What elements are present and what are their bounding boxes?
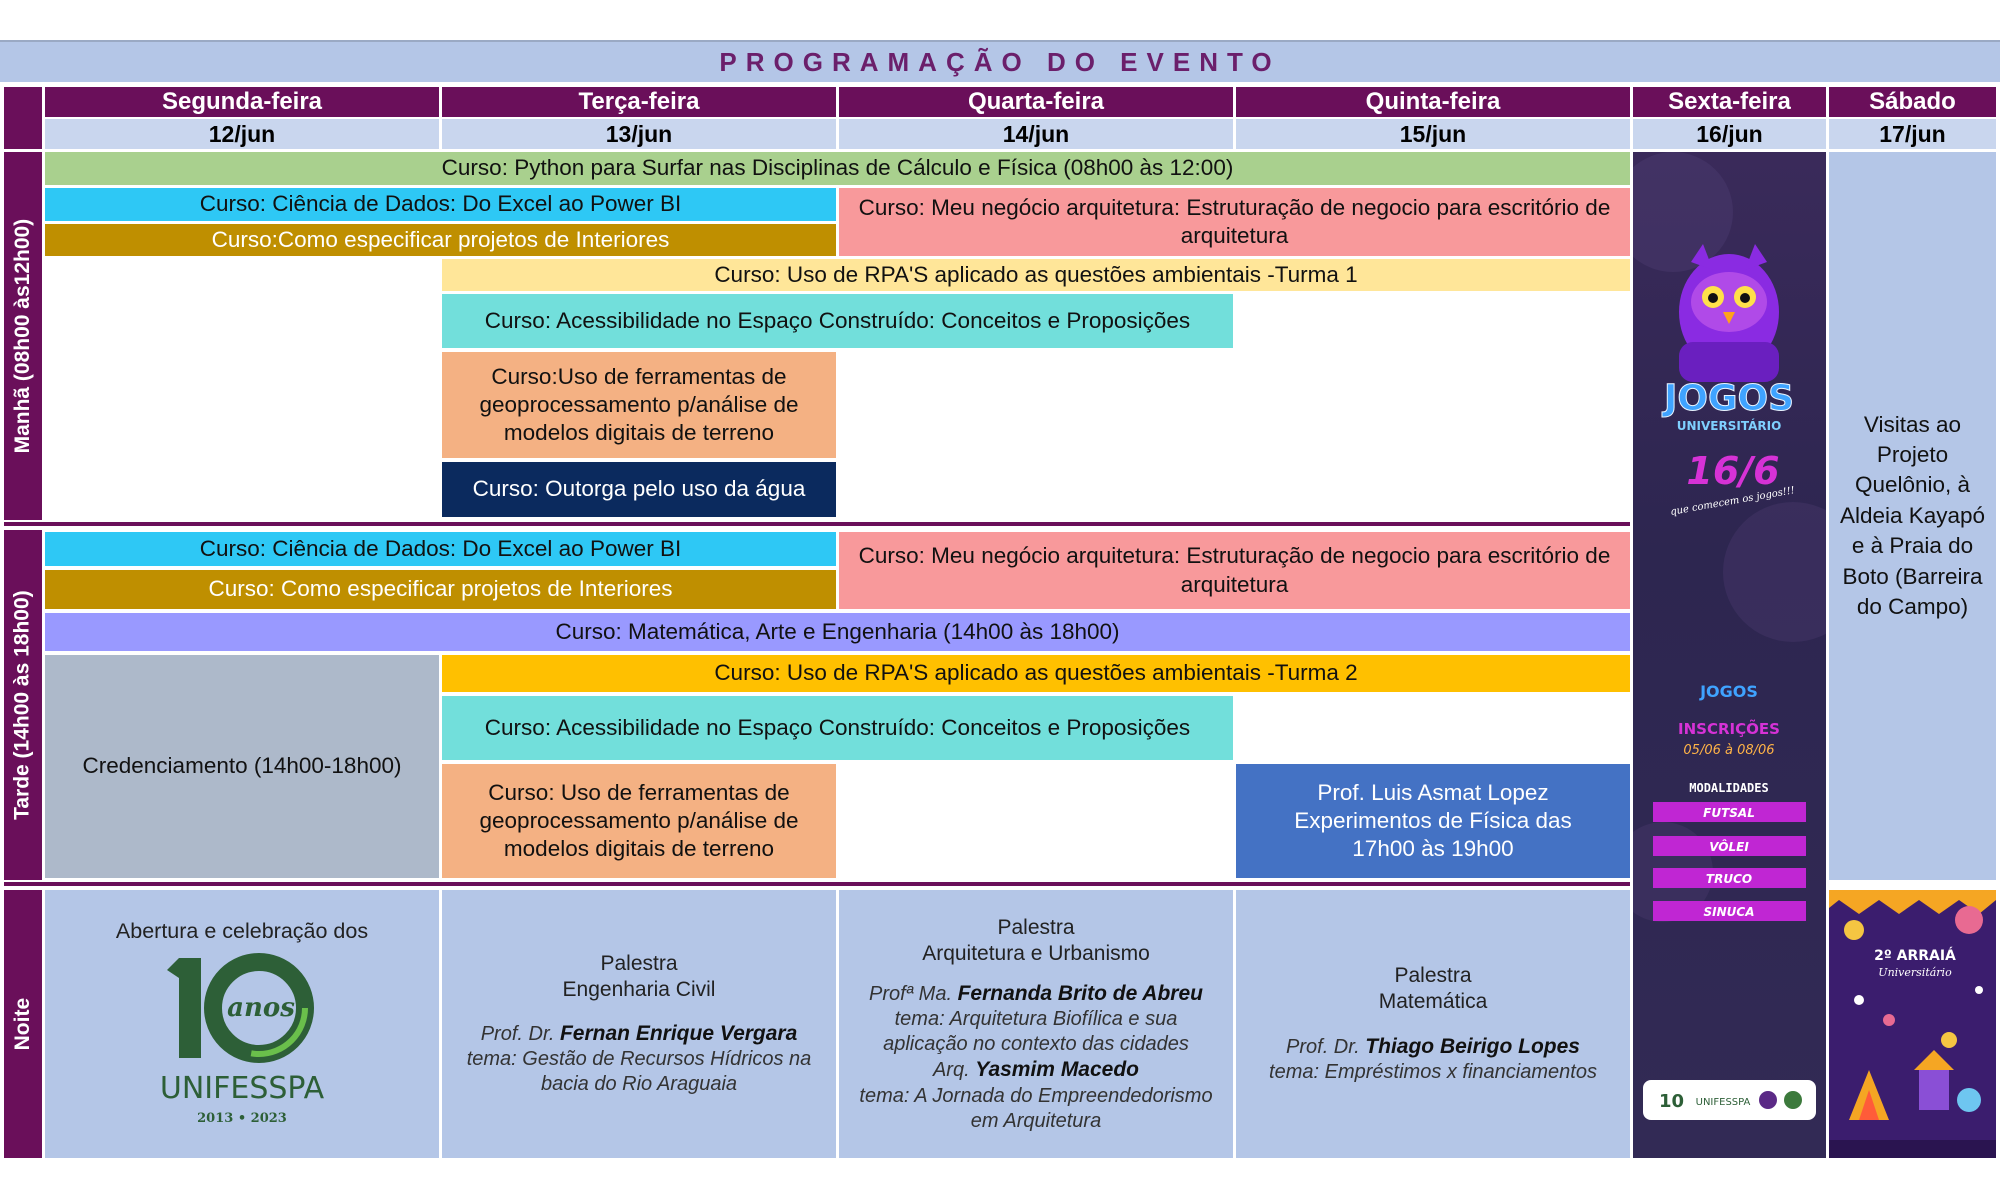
opening-heading: Abertura e celebração dos — [115, 918, 369, 943]
modalidade-item: SINUCA — [1704, 905, 1755, 919]
lecture-theme: tema: Empréstimos x financiamentos — [1269, 1060, 1597, 1083]
day-header-friday: Sexta-feira — [1633, 87, 1826, 117]
jogos-poster-art: JOGOS UNIVERSITÁRIO 16/6 que comecem os … — [1633, 152, 1826, 1120]
period-afternoon-text: Tarde (14h00 às 18h00) — [10, 590, 34, 820]
arraia-poster-art: 2º ARRAIÁ Universitário — [1829, 890, 1996, 1158]
jogos-universitario-poster: JOGOS UNIVERSITÁRIO 16/6 que comecem os … — [1633, 152, 1826, 1158]
page-title: PROGRAMAÇÃO DO EVENTO — [0, 40, 2000, 82]
course-acessibilidade-morning: Curso: Acessibilidade no Espaço Construí… — [442, 294, 1233, 348]
footer-10-logo: 10 — [1659, 1091, 1684, 1112]
course-geoprocessamento-afternoon: Curso: Uso de ferramentas de geoprocessa… — [442, 764, 836, 878]
period-divider — [4, 522, 1630, 526]
corner-header — [4, 87, 42, 149]
jogos-title: JOGOS — [1661, 378, 1794, 419]
speaker-name: Thiago Beirigo Lopes — [1365, 1034, 1580, 1058]
modalidade-item: VÔLEI — [1709, 839, 1749, 854]
unifesspa-10-anos-logo: anos UNIFESSPA 2013 • 2023 — [160, 953, 325, 1126]
lecture-theme: tema: Arquitetura Biofílica e sua aplica… — [883, 1008, 1189, 1056]
course-fisica-experimentos: Prof. Luis Asmat Lopez Experimentos de F… — [1236, 764, 1630, 878]
saturday-visit: Visitas ao Projeto Quelônio, à Aldeia Ka… — [1829, 152, 1996, 880]
course-rpa-turma2: Curso: Uso de RPA'S aplicado as questões… — [442, 655, 1630, 692]
day-header-saturday: Sábado — [1829, 87, 1996, 117]
date-thursday: 15/jun — [1236, 119, 1630, 149]
jogos-inscricoes-dates: 05/06 à 08/06 — [1683, 743, 1774, 758]
course-ciencia-dados-morning: Curso: Ciência de Dados: Do Excel ao Pow… — [45, 188, 836, 221]
speaker-name: Fernanda Brito de Abreu — [957, 982, 1203, 1005]
arraia-line1: 2º ARRAIÁ — [1874, 947, 1956, 964]
speaker-prefix: Prof. Dr. — [480, 1023, 555, 1046]
period-label-night: Noite — [4, 890, 42, 1158]
date-saturday: 17/jun — [1829, 119, 1996, 149]
day-header-tuesday: Terça-feira — [442, 87, 836, 117]
course-matematica-arte: Curso: Matemática, Arte e Engenharia (14… — [45, 613, 1630, 651]
speaker-name: Fernan Enrique Vergara — [559, 1022, 798, 1046]
night-monday-opening: Abertura e celebração dos anos UNIFESSPA… — [45, 890, 439, 1158]
course-python: Curso: Python para Surfar nas Disciplina… — [45, 152, 1630, 185]
lecture-type: Palestra — [1394, 964, 1472, 988]
lecture-topic: Arquitetura e Urbanismo — [922, 941, 1150, 965]
jogos-subtitle: UNIVERSITÁRIO — [1677, 418, 1782, 433]
date-friday: 16/jun — [1633, 119, 1826, 149]
period-night-text: Noite — [10, 997, 34, 1051]
arraia-universitario-poster: 2º ARRAIÁ Universitário — [1829, 890, 1996, 1158]
course-arquitetura-morning: Curso: Meu negócio arquitetura: Estrutur… — [839, 188, 1630, 256]
period-divider — [4, 882, 1630, 886]
course-ciencia-dados-afternoon: Curso: Ciência de Dados: Do Excel ao Pow… — [45, 532, 836, 566]
night-tuesday-lecture: Palestra Engenharia Civil Prof. Dr. Fern… — [442, 890, 836, 1158]
modalidade-item: TRUCO — [1706, 872, 1752, 886]
course-arquitetura-afternoon: Curso: Meu negócio arquitetura: Estrutur… — [839, 532, 1630, 609]
lecture-type: Palestra — [600, 951, 678, 975]
arraia-line2: Universitário — [1878, 966, 1952, 979]
logo-years: 2013 • 2023 — [197, 1111, 287, 1126]
date-monday: 12/jun — [45, 119, 439, 149]
night-thursday-lecture: Palestra Matemática Prof. Dr. Thiago Bei… — [1236, 890, 1630, 1158]
day-header-thursday: Quinta-feira — [1236, 87, 1630, 117]
credenciamento: Credenciamento (14h00-18h00) — [45, 655, 439, 878]
day-header-monday: Segunda-feira — [45, 87, 439, 117]
period-label-morning: Manhã (08h00 às12h00) — [4, 152, 42, 520]
period-morning-text: Manhã (08h00 às12h00) — [10, 218, 34, 454]
night-wednesday-lecture: Palestra Arquitetura e Urbanismo Profª M… — [839, 890, 1233, 1158]
course-interiores-afternoon: Curso: Como especificar projetos de Inte… — [45, 570, 836, 609]
lecture-topic: Engenharia Civil — [562, 977, 716, 1001]
speaker-name: Yasmim Macedo — [975, 1058, 1140, 1082]
modalidade-item: FUTSAL — [1703, 806, 1755, 820]
jogos-modalidades-label: MODALIDADES — [1689, 781, 1768, 795]
lecture-topic: Matemática — [1378, 990, 1488, 1014]
owl-mascot-icon — [1679, 244, 1779, 382]
course-rpa-turma1: Curso: Uso de RPA'S aplicado as questões… — [442, 259, 1630, 291]
footer-org: UNIFESSPA — [1696, 1097, 1751, 1108]
date-tuesday: 13/jun — [442, 119, 836, 149]
day-header-wednesday: Quarta-feira — [839, 87, 1233, 117]
jogos-inscricoes: INSCRIÇÕES — [1678, 719, 1780, 738]
lecture-theme: tema: A Jornada do Empreendedorismo em A… — [859, 1084, 1213, 1132]
jogos-small-title: JOGOS — [1699, 682, 1758, 701]
speaker-prefix: Arq. — [932, 1059, 970, 1082]
jogos-date: 16/6 — [1686, 449, 1779, 493]
date-wednesday: 14/jun — [839, 119, 1233, 149]
course-outorga: Curso: Outorga pelo uso da água — [442, 462, 836, 517]
speaker-prefix: Profª Ma. — [869, 983, 952, 1005]
course-interiores-morning: Curso:Como especificar projetos de Inter… — [45, 224, 836, 256]
lecture-theme: tema: Gestão de Recursos Hídricos na bac… — [466, 1048, 812, 1096]
period-label-afternoon: Tarde (14h00 às 18h00) — [4, 530, 42, 880]
course-geoprocessamento-morning: Curso:Uso de ferramentas de geoprocessam… — [442, 352, 836, 458]
course-acessibilidade-afternoon: Curso: Acessibilidade no Espaço Construí… — [442, 696, 1233, 760]
speaker-prefix: Prof. Dr. — [1286, 1035, 1360, 1058]
lecture-type: Palestra — [997, 915, 1075, 939]
logo-anos: anos — [227, 993, 295, 1023]
logo-unifesspa: UNIFESSPA — [160, 1071, 325, 1106]
